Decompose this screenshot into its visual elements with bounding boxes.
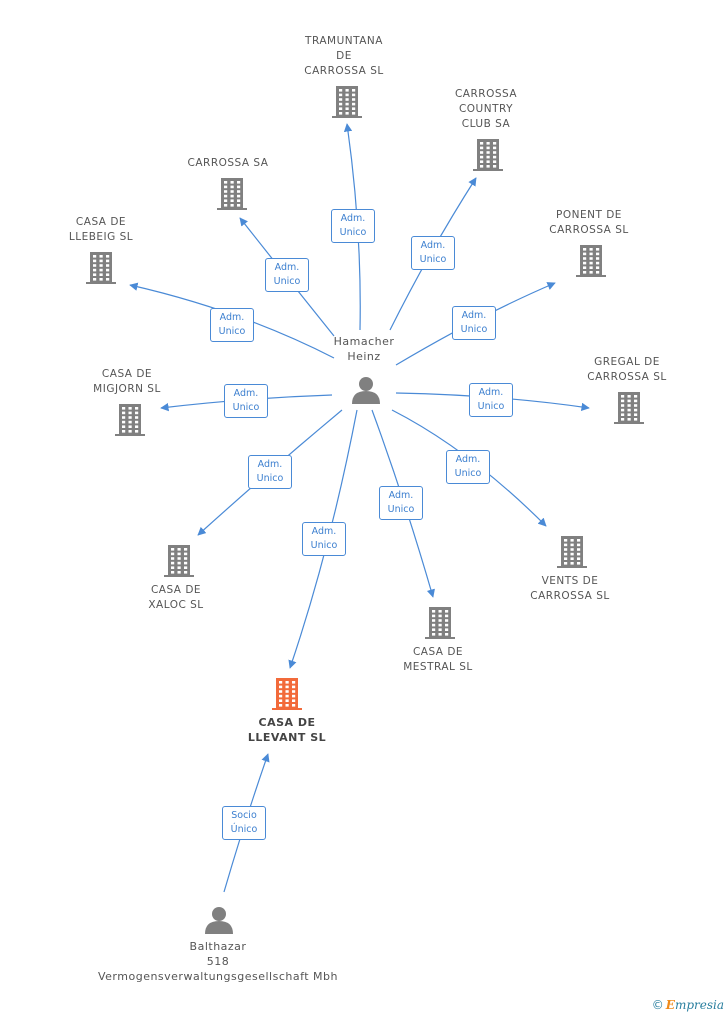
edge-label-carrossa-country[interactable]: Adm. Unico [411,236,455,270]
brand-initial: E [665,998,675,1012]
company-label-mestral-line: MESTRAL SL [403,661,473,673]
building-icon-gregal[interactable] [614,392,644,424]
focus-company-label-line: CASA DE [258,716,316,729]
focus-building-icon[interactable] [272,678,302,710]
edge-label-line: Unico [256,473,284,484]
company-label-tramuntana-line: TRAMUNTANA [305,35,383,47]
owner-person-label-line: Vermogensverwaltungsgesellschaft Mbh [97,970,339,983]
center-person-icon[interactable] [352,377,380,404]
owner-person-label-line: Balthazar [189,940,247,953]
company-label-ponent-line: PONENT DE [556,209,622,221]
company-label-carrossa-country-line: CARROSSA [454,88,518,100]
company-label-xaloc-line: XALOC SL [148,599,204,611]
edge-label-vents[interactable]: Adm. Unico [446,450,490,484]
company-label-mestral-line: CASA DE [412,646,464,658]
center-person-label-line: Hamacher [333,335,395,348]
focus-company-label-line: LLEVANT SL [247,731,327,744]
edge-label-line: Adm. [274,262,300,273]
building-icon-mestral[interactable] [425,607,455,639]
focus-company-label: CASA DE LLEVANT SL [248,715,326,745]
edge-label-line: Unico [477,401,505,412]
center-person-label-line: Heinz [347,350,381,363]
empresia-logo: ©Empresia [652,998,724,1012]
company-label-llebeig-line: CASA DE [75,216,127,228]
company-label-xaloc: CASA DE XALOC SL [148,583,203,613]
company-label-carrossa-country-line: CLUB SA [461,118,511,130]
company-label-carrossa-country-line: COUNTRY [458,103,514,115]
company-label-mestral: CASA DE MESTRAL SL [403,645,473,675]
company-label-migjorn-line: MIGJORN SL [93,383,161,395]
edge-label-line: Único [230,824,258,835]
edge-label-line: Socio [231,810,257,821]
owner-person-label-line: 518 [206,955,230,968]
edge-label-line: Unico [218,326,246,337]
edge-label-line: Unico [387,504,415,515]
edge-label-gregal[interactable]: Adm. Unico [469,383,513,417]
edge-label-migjorn[interactable]: Adm. Unico [224,384,268,418]
company-label-carrossa-country: CARROSSA COUNTRY CLUB SA [455,87,517,132]
edge-label-line: Unico [339,227,367,238]
owner-person-icon[interactable] [205,907,233,934]
company-label-vents-line: VENTS DE [541,575,599,587]
edge-label-line: Adm. [311,526,337,537]
edge-label-line: Adm. [340,213,366,224]
company-label-xaloc-line: CASA DE [150,584,202,596]
company-label-carrossa-sa: CARROSSA SA [188,156,269,171]
edge-label-line: Adm. [233,388,259,399]
company-label-gregal-line: GREGAL DE [594,356,660,368]
edge-label-line: Adm. [455,454,481,465]
company-label-tramuntana-line: CARROSSA SL [304,65,384,77]
edge-label-tramuntana[interactable]: Adm. Unico [331,209,375,243]
edge-label-ponent[interactable]: Adm. Unico [452,306,496,340]
edge-label-line: Adm. [420,240,446,251]
company-label-llebeig-line: LLEBEIG SL [68,231,134,243]
edge-label-line: Unico [232,402,260,413]
company-label-llebeig: CASA DE LLEBEIG SL [69,215,133,245]
edge-label-focus[interactable]: Adm. Unico [302,522,346,556]
edge-label-line: Adm. [478,387,504,398]
company-label-vents: VENTS DE CARROSSA SL [530,574,609,604]
company-label-gregal: GREGAL DE CARROSSA SL [587,355,666,385]
company-label-tramuntana: TRAMUNTANA DE CARROSSA SL [304,34,383,79]
building-icon-ponent[interactable] [576,245,606,277]
edge-label-xaloc[interactable]: Adm. Unico [248,455,292,489]
company-label-gregal-line: CARROSSA SL [587,371,667,383]
building-icon-carrossa-sa[interactable] [217,178,247,210]
edge-label-line: Unico [454,468,482,479]
edge-label-line: Unico [419,254,447,265]
edge-label-line: Adm. [257,459,283,470]
building-icon-carrossa-country[interactable] [473,139,503,171]
company-label-tramuntana-line: DE [336,50,352,62]
building-icon-vents[interactable] [557,536,587,568]
company-label-vents-line: CARROSSA SL [530,590,610,602]
edge-label-line: Unico [460,324,488,335]
company-label-ponent: PONENT DE CARROSSA SL [549,208,628,238]
edge-label-line: Adm. [461,310,487,321]
building-icon-tramuntana[interactable] [332,86,362,118]
edge-label-llebeig[interactable]: Adm. Unico [210,308,254,342]
copyright-icon: © [651,998,664,1012]
company-label-migjorn: CASA DE MIGJORN SL [93,367,161,397]
building-icon-migjorn[interactable] [115,404,145,436]
edge-label-line: Adm. [388,490,414,501]
edge-label-carrossa-sa[interactable]: Adm. Unico [265,258,309,292]
company-label-ponent-line: CARROSSA SL [549,224,629,236]
edge-label-line: Unico [273,276,301,287]
company-label-carrossa-sa-line: CARROSSA SA [187,157,269,169]
brand-name: mpresia [674,998,724,1012]
building-icon-xaloc[interactable] [164,545,194,577]
edge-label-mestral[interactable]: Adm. Unico [379,486,423,520]
building-icon-llebeig[interactable] [86,252,116,284]
edge-label-line: Adm. [219,312,245,323]
edge-label-line: Unico [310,540,338,551]
company-label-migjorn-line: CASA DE [101,368,153,380]
